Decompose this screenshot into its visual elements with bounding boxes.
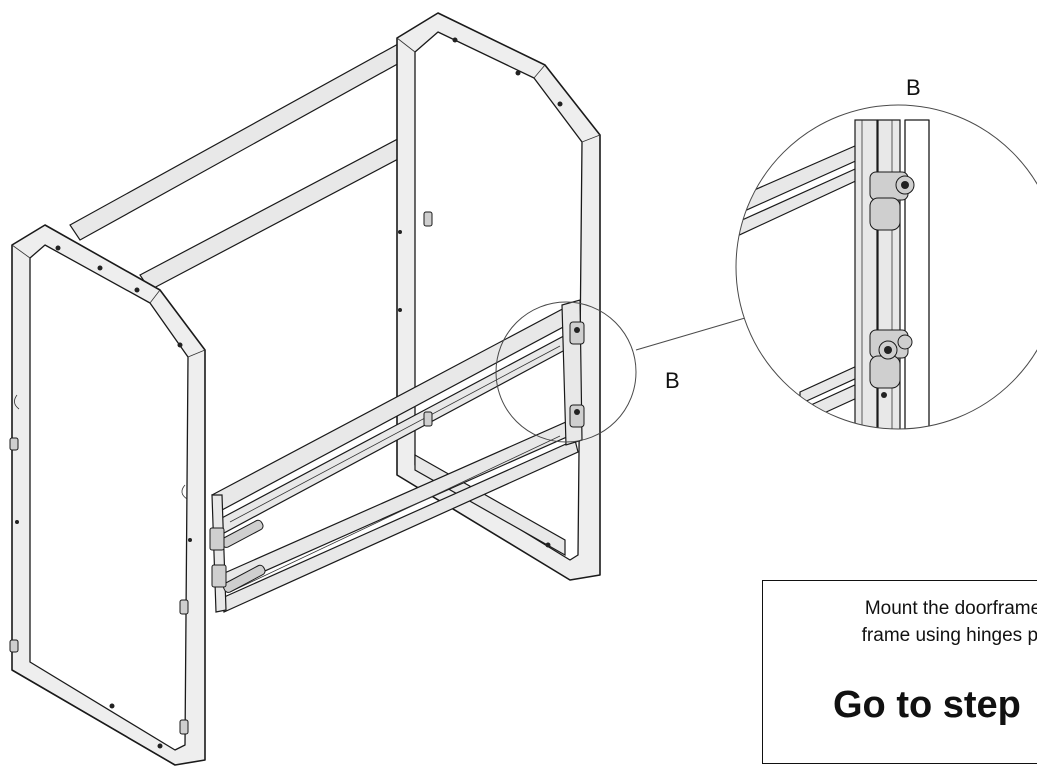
instruction-panel: Mount the doorframe frame using hinges p…: [762, 580, 1037, 764]
door-frame: [209, 299, 585, 613]
instruction-text: Mount the doorframe frame using hinges p…: [861, 598, 1037, 646]
goto-step-text: Go to step: [833, 684, 1021, 726]
instruction-box: Mount the doorframe frame using hinges p…: [762, 580, 1037, 764]
back-frame-details: [398, 37, 563, 427]
detail-view: [735, 104, 1037, 430]
callout-label-main: B: [665, 368, 680, 393]
front-frame: [9, 224, 206, 766]
callout-main: [495, 301, 746, 443]
callout-label-detail: B: [906, 75, 921, 100]
